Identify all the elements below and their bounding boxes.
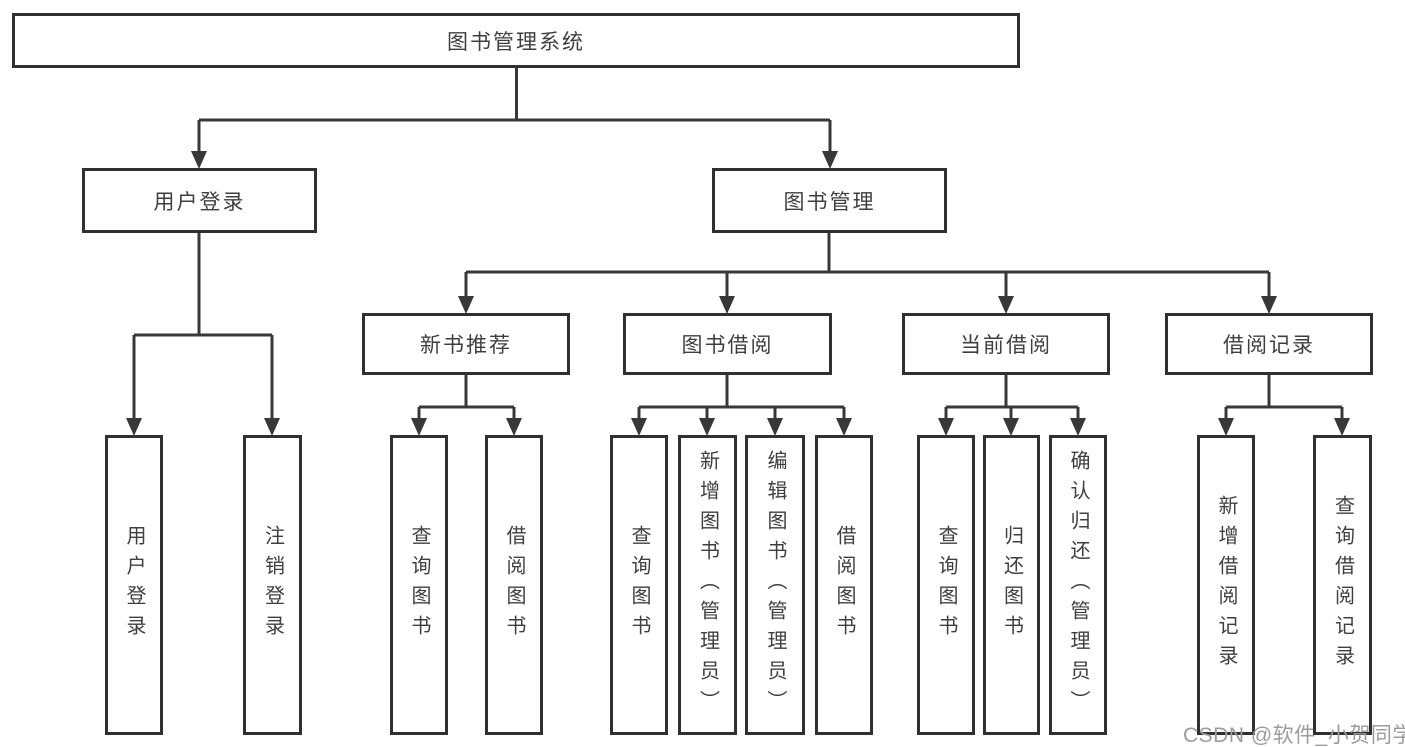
node-leaf-bb-edit-books-admin-label: 编辑图书（管理员） (764, 450, 786, 720)
node-new-book-recommend: 新书推荐 (362, 313, 570, 375)
node-leaf-bb-query-books: 查询图书 (610, 435, 668, 735)
node-book-borrowing: 图书借阅 (623, 313, 832, 375)
node-leaf-bb-query-books-label: 查询图书 (628, 525, 650, 645)
node-leaf-bb-add-books-admin: 新增图书（管理员） (678, 435, 737, 735)
node-leaf-logout: 注销登录 (243, 435, 302, 735)
node-leaf-cb-return-books: 归还图书 (983, 435, 1040, 735)
node-leaf-cb-confirm-return-admin-label: 确认归还（管理员） (1067, 450, 1089, 720)
node-leaf-cb-return-books-label: 归还图书 (1000, 525, 1023, 645)
node-leaf-user-login: 用户登录 (105, 435, 163, 735)
node-book-borrowing-label: 图书借阅 (681, 334, 774, 357)
node-leaf-nb-borrow-books: 借阅图书 (485, 435, 543, 735)
node-leaf-bb-edit-books-admin: 编辑图书（管理员） (745, 435, 805, 735)
node-leaf-br-add-record-label: 新增借阅记录 (1215, 495, 1237, 675)
node-borrowing-records: 借阅记录 (1165, 313, 1373, 375)
node-user-login-label: 用户登录 (153, 190, 246, 214)
csdn-watermark: CSDN @软件_小贺同学 (1183, 724, 1405, 747)
node-current-borrowing-label: 当前借阅 (960, 334, 1052, 357)
node-leaf-user-login-label: 用户登录 (123, 525, 145, 645)
node-root: 图书管理系统 (12, 13, 1020, 68)
node-leaf-br-query-record: 查询借阅记录 (1313, 435, 1372, 735)
node-leaf-cb-confirm-return-admin: 确认归还（管理员） (1049, 435, 1107, 735)
node-book-management-label: 图书管理 (783, 190, 876, 214)
node-leaf-br-query-record-label: 查询借阅记录 (1331, 495, 1354, 675)
node-leaf-nb-query-books: 查询图书 (390, 435, 448, 735)
node-book-management: 图书管理 (712, 168, 947, 233)
node-leaf-logout-label: 注销登录 (261, 525, 284, 645)
connector-path (132, 68, 1344, 420)
node-leaf-nb-query-books-label: 查询图书 (408, 525, 430, 645)
node-leaf-cb-query-books-label: 查询图书 (935, 525, 957, 645)
node-leaf-bb-add-books-admin-label: 新增图书（管理员） (696, 450, 719, 720)
node-borrowing-records-label: 借阅记录 (1223, 334, 1315, 357)
node-leaf-br-add-record: 新增借阅记录 (1197, 435, 1255, 735)
node-leaf-bb-borrow-books-label: 借阅图书 (833, 525, 855, 645)
node-leaf-cb-query-books: 查询图书 (917, 435, 975, 735)
node-user-login: 用户登录 (82, 168, 317, 233)
node-root-label: 图书管理系统 (447, 30, 585, 54)
node-current-borrowing: 当前借阅 (902, 313, 1110, 375)
node-leaf-bb-borrow-books: 借阅图书 (815, 435, 873, 735)
node-new-book-recommend-label: 新书推荐 (420, 334, 512, 357)
node-leaf-nb-borrow-books-label: 借阅图书 (503, 525, 525, 645)
